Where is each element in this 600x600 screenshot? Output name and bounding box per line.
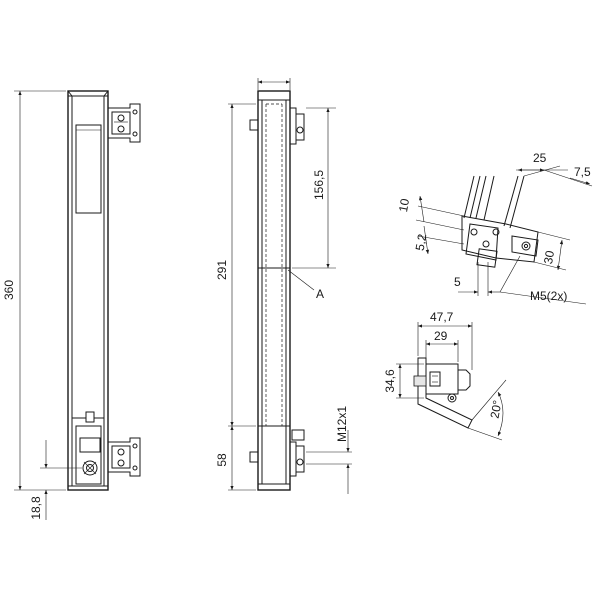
side-bottom-bracket — [249, 429, 305, 477]
dim-m5-label: M5(2x) — [530, 289, 567, 303]
bracket-detail-view: 25 7,5 10 5,2 30 5 M5(2x) — [396, 151, 593, 305]
front-view: 360 18,8 — [2, 90, 141, 520]
dim-34-6-label: 34,6 — [383, 369, 397, 393]
dim-58-label: 58 — [215, 453, 229, 467]
front-bottom-bracket — [108, 437, 141, 477]
side-top-bracket — [249, 107, 305, 145]
dim-156-5-label: 156,5 — [312, 170, 326, 200]
dim-30-label: 30 — [541, 249, 557, 265]
front-connector-housing — [75, 425, 102, 485]
thread-leader — [499, 291, 587, 305]
dim-10-label: 10 — [396, 197, 412, 213]
side-body-outline — [257, 90, 291, 491]
dim-47-7-label: 47,7 — [430, 310, 454, 324]
dim-5-label: 5 — [454, 275, 461, 289]
dim-20-label: 20° — [488, 399, 505, 420]
dim-360-label: 360 — [2, 280, 16, 300]
dim-291-label: 291 — [215, 260, 229, 280]
dim-18-8-label: 18,8 — [29, 496, 43, 520]
side-section-view: 47,7 29 34,6 20° — [383, 310, 507, 441]
front-window — [75, 124, 102, 214]
dim-29-label: 29 — [434, 329, 448, 343]
front-body-outline — [67, 90, 109, 491]
dim-25-label: 25 — [533, 151, 547, 165]
sensor-housing — [425, 363, 459, 395]
side-view: 291 58 156,5 A M12x1 — [215, 78, 352, 494]
detail-a-label: A — [316, 287, 324, 301]
side-connector — [458, 369, 471, 391]
angle-arc — [497, 391, 504, 437]
dim-7-5-label: 7,5 — [574, 165, 591, 179]
dim-m12x1-label: M12x1 — [335, 406, 349, 442]
front-top-bracket — [108, 103, 141, 143]
front-connector-circle — [82, 460, 98, 476]
detail-a-leader — [287, 269, 315, 291]
dim-5-2-label: 5,2 — [413, 233, 430, 252]
